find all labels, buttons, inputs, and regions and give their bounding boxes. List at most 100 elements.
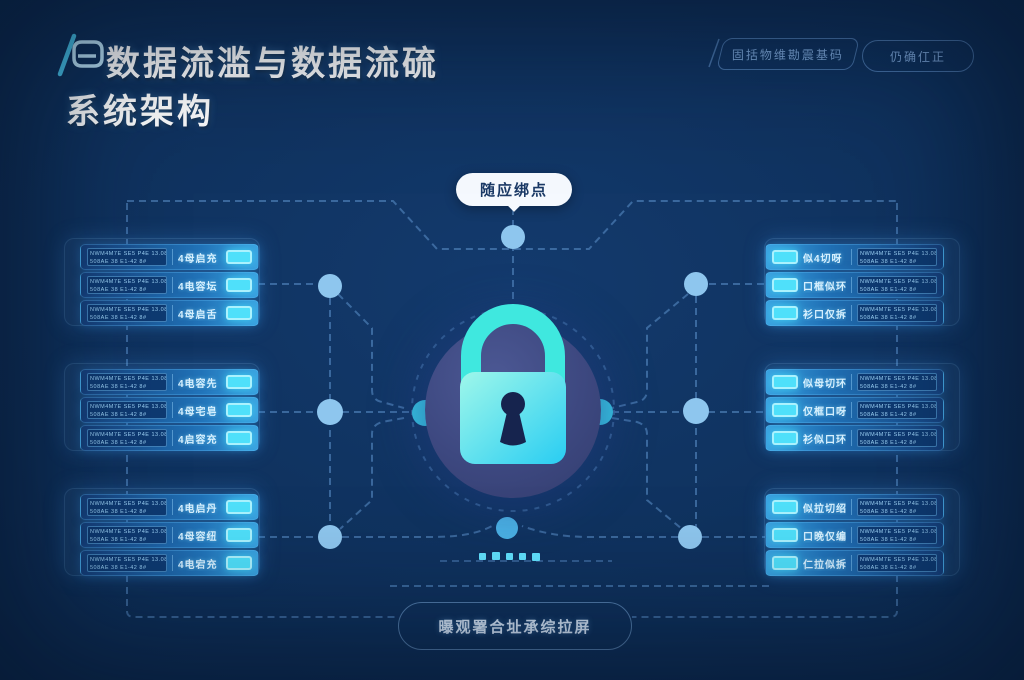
divider	[172, 499, 173, 515]
server-row-label: 4母启舌	[178, 309, 218, 321]
server-led-indicator	[226, 556, 252, 570]
lock-icon	[460, 304, 566, 464]
server-led-indicator	[772, 306, 798, 320]
top-callout-label: 随应绑点	[479, 182, 548, 199]
server-led-indicator	[772, 278, 798, 292]
server-led-indicator	[772, 250, 798, 264]
trace-bottom-arc	[521, 525, 678, 538]
trace-top-bridge	[127, 200, 897, 250]
server-row-label: 衫口仅拆	[803, 309, 846, 321]
server-row-label: 4电容先	[178, 378, 218, 390]
divider	[851, 499, 852, 515]
server-row-label: 4电启丹	[178, 503, 218, 515]
trace-left-frame	[126, 203, 396, 618]
divider	[851, 555, 852, 571]
divider	[172, 277, 173, 293]
server-led-indicator	[226, 250, 252, 264]
server-led-indicator	[226, 278, 252, 292]
divider	[172, 402, 173, 418]
divider	[172, 249, 173, 265]
divider	[851, 277, 852, 293]
header-badge-primary-label: 固括物维勘震基码	[731, 47, 844, 62]
server-row-label: 4母宅皂	[178, 406, 218, 418]
node-right-bottom	[678, 525, 702, 549]
divider	[851, 249, 852, 265]
trace-bend	[611, 293, 689, 409]
trace-right-frame	[632, 203, 898, 618]
server-led-indicator	[772, 431, 798, 445]
badge-slash-icon	[708, 38, 720, 68]
server-led-indicator	[226, 306, 252, 320]
server-led-indicator	[226, 403, 252, 417]
server-led-indicator	[772, 556, 798, 570]
server-row-label: 仅框口呀	[803, 406, 846, 418]
trace-bend	[611, 417, 683, 530]
page-title-line1: 数据流滥与数据流硫	[106, 45, 439, 83]
node-left-top	[318, 274, 342, 298]
server-row-label: 衫似口环	[803, 434, 846, 446]
server-row-label: 4电容坛	[178, 281, 218, 293]
divider	[851, 402, 852, 418]
node-top	[501, 225, 525, 249]
divider	[172, 527, 173, 543]
server-led-indicator	[226, 431, 252, 445]
node-left-mid	[317, 399, 343, 425]
hub-dashed-ring	[411, 308, 615, 512]
brand-logo-icon	[57, 33, 104, 77]
bottom-caption-pill: 曝观署合址承综拉屏	[398, 602, 632, 650]
server-led-indicator	[772, 403, 798, 417]
server-led-indicator	[772, 375, 798, 389]
server-row-label: 似母切环	[803, 378, 846, 390]
bottom-caption-label: 曝观署合址承综拉屏	[438, 618, 592, 636]
server-row-label: 似4切呀	[803, 253, 843, 265]
node-left-bottom	[318, 525, 342, 549]
server-led-indicator	[772, 528, 798, 542]
node-hub-bottom	[496, 517, 518, 539]
header-badge-secondary: 仍确仜正	[862, 40, 974, 72]
server-row-label: 口晚仅编	[803, 531, 846, 543]
server-row-label: 4母启充	[178, 253, 218, 265]
divider	[851, 305, 852, 321]
node-right-top	[684, 272, 708, 296]
server-row-label: 4启容充	[178, 434, 218, 446]
server-row-label: 口框似环	[803, 281, 846, 293]
header-badge-primary: 固括物维勘震基码	[716, 38, 860, 70]
top-callout-pill: 随应绑点	[456, 173, 572, 206]
header-badge-secondary-label: 仍确仜正	[889, 49, 946, 64]
trace-bend	[339, 417, 405, 530]
page-title-line2: 系统架构	[66, 93, 214, 131]
